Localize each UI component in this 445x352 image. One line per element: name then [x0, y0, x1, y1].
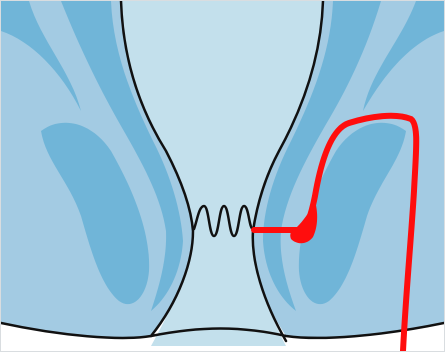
anal-fistula-diagram	[1, 1, 444, 351]
diagram-frame	[0, 0, 445, 352]
